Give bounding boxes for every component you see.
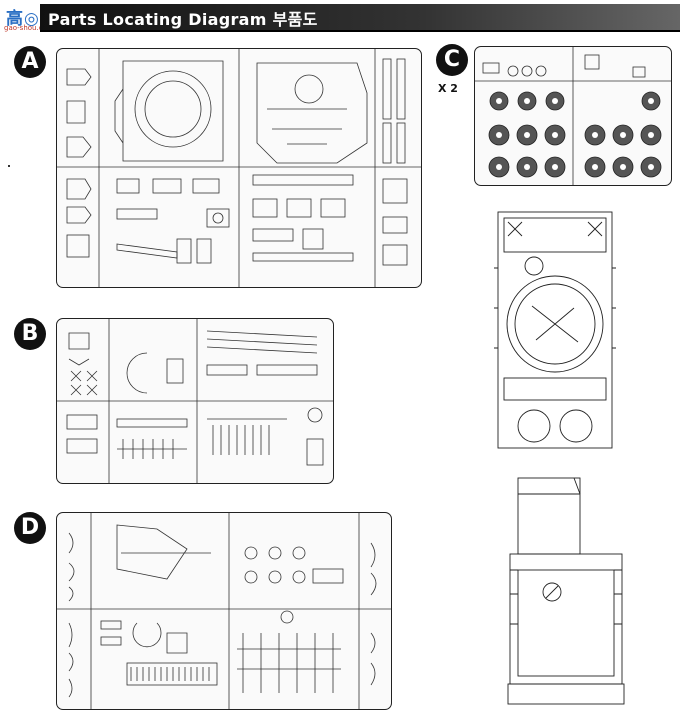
sprue-c-multiplier: X 2 [438, 82, 458, 95]
header-bar [40, 4, 680, 32]
page-title: Parts Locating Diagram 부품도 [48, 10, 318, 29]
sprue-d-drawing [57, 513, 391, 709]
sprue-c-frame [474, 46, 672, 186]
sprue-d-frame [56, 512, 392, 710]
sprue-a-label: A [14, 46, 46, 78]
sprue-b-frame [56, 318, 334, 484]
sprue-a-frame [56, 48, 422, 288]
sprue-b-label: B [14, 318, 46, 350]
sprue-c-drawing [475, 47, 671, 185]
sprue-d-label: D [14, 512, 46, 544]
sprue-c-label: C [436, 44, 468, 76]
tank-hull-top-view-drawing [490, 208, 620, 452]
sprue-b-drawing [57, 319, 333, 483]
tank-hull-bottom-view-drawing [504, 474, 628, 706]
sprue-a-drawing [57, 49, 421, 287]
logo-url: gao-shou.com [4, 24, 54, 32]
stray-mark [8, 165, 10, 167]
